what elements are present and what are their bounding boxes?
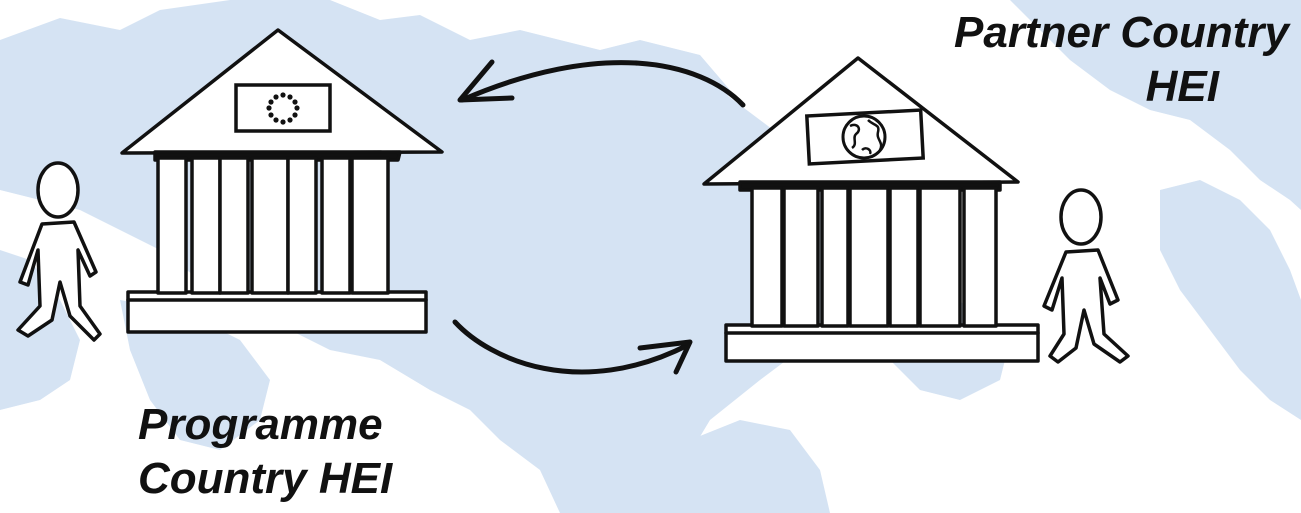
partner-label-line-1: Partner Country [869, 6, 1289, 60]
globe-flag-icon [807, 110, 923, 164]
programme-label-line-2: Country HEI [138, 452, 392, 506]
partner-person-figure [1044, 190, 1128, 362]
programme-country-hei-label: Programme Country HEI [138, 398, 392, 506]
partner-label-line-2: HEI [869, 60, 1289, 114]
partner-country-hei-label: Partner Country HEI [869, 6, 1289, 114]
programme-label-line-1: Programme [138, 398, 392, 452]
eu-stars-flag-icon [236, 85, 330, 131]
